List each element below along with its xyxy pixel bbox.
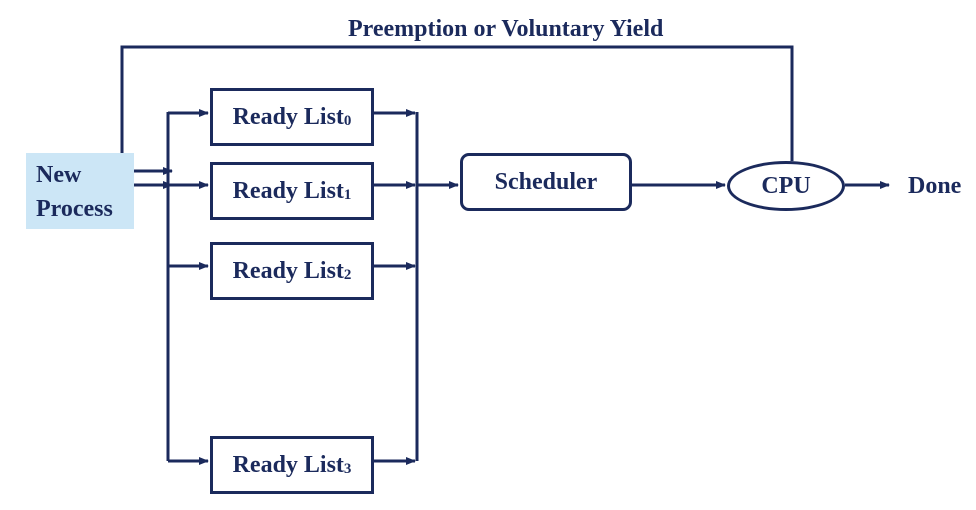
ready-list-0-label: Ready List <box>232 103 344 130</box>
ready-list-1-subscript: 1 <box>343 186 352 203</box>
ready-list-2-subscript: 2 <box>343 266 352 283</box>
new-process-label: New Process <box>26 153 134 229</box>
scheduler-box: Scheduler <box>460 153 632 211</box>
ready-list-2-label: Ready List <box>232 257 344 284</box>
cpu-node: CPU <box>727 161 845 211</box>
new-process-line-1: New <box>36 162 82 188</box>
done-label: Done <box>908 173 962 199</box>
ready-list-3-subscript: 3 <box>343 460 352 477</box>
ready-list-3-label: Ready List <box>232 451 344 478</box>
ready-list-1-label: Ready List <box>232 177 344 204</box>
ready-list-0-subscript: 0 <box>343 112 352 129</box>
new-process-line-2: Process <box>36 196 113 222</box>
diagram-title: Preemption or Voluntary Yield <box>348 16 664 42</box>
feedback-line <box>120 45 794 175</box>
